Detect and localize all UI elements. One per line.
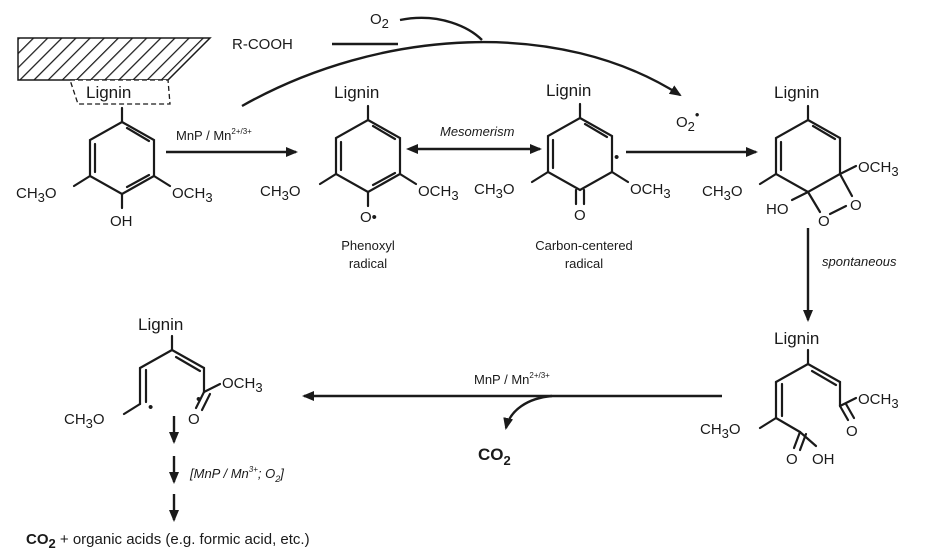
molecule-peroxide [758, 104, 858, 216]
molecule-2-lignin: Lignin [334, 83, 379, 102]
molecule-3-ch3o: CH3O [474, 181, 515, 201]
step-mnp-decarboxylation: MnP / Mn2+/3+ [474, 371, 550, 387]
molecule-syringyl [72, 106, 172, 210]
molecule-6-ch3o: CH3O [64, 411, 105, 431]
molecule-5-oh: OH [812, 451, 835, 468]
lignin-polymer-hatch [17, 37, 212, 105]
caption-carbon-line-2: radical [565, 256, 603, 271]
molecule-1-lignin: Lignin [86, 83, 131, 102]
molecule-3-och3: OCH3 [630, 181, 671, 201]
reagent-acid: R-COOH [232, 36, 293, 53]
molecule-1-ch3o: CH3O [16, 185, 57, 205]
reagent-arc [241, 16, 682, 108]
molecule-2-ch3o: CH3O [260, 183, 301, 203]
molecule-diradical-chain [122, 334, 222, 416]
molecule-6-och3: OCH3 [222, 375, 263, 395]
molecule-4-ch3o: CH3O [702, 183, 743, 203]
molecule-4-lignin: Lignin [774, 83, 819, 102]
molecule-3-lignin: Lignin [546, 81, 591, 100]
step-mesomerism: Mesomerism [440, 124, 515, 139]
molecule-6-radical-1: • [148, 399, 153, 416]
arrow-co2-release [503, 394, 553, 430]
step-spontaneous: spontaneous [822, 254, 897, 269]
molecule-3-dot: • [614, 149, 619, 166]
molecule-4-peroxide-o2: O [818, 213, 830, 230]
molecule-5-och3: OCH3 [858, 391, 899, 411]
molecule-5-ring-o: O [846, 423, 858, 440]
caption-phenoxyl-line-1: Phenoxyl [341, 238, 395, 253]
molecule-5-ch3o: CH3O [700, 421, 741, 441]
reagent-o2: O2 [370, 11, 389, 31]
molecule-6-lignin: Lignin [138, 315, 183, 334]
caption-phenoxyl-line-2: radical [349, 256, 387, 271]
step-mnp-oxidation: MnP / Mn2+/3+ [176, 127, 252, 143]
molecule-2-o-radical: O• [360, 209, 377, 226]
molecule-5-carbonyl-o: O [786, 451, 798, 468]
molecule-ring-opened-acid [758, 348, 858, 452]
caption-carbon-line-1: Carbon-centered [535, 238, 633, 253]
final-products: CO2 + organic acids (e.g. formic acid, e… [26, 531, 310, 551]
molecule-6-o: O [188, 411, 200, 428]
molecule-1-oh: OH [110, 213, 133, 230]
molecule-5-lignin: Lignin [774, 329, 819, 348]
molecule-3-o: O [574, 207, 586, 224]
molecule-carbon-radical [530, 102, 630, 206]
molecule-4-och3: OCH3 [858, 159, 899, 179]
molecule-4-ho: HO [766, 201, 789, 218]
molecule-6-radical-2: • [196, 391, 201, 408]
molecule-2-och3: OCH3 [418, 183, 459, 203]
step-further-degradation: [MnP / Mn3+; O2] [189, 465, 284, 484]
released-co2: CO2 [478, 445, 511, 468]
reagent-superoxide: O2• [676, 107, 700, 134]
molecule-4-peroxide-o1: O [850, 197, 862, 214]
molecule-phenoxyl-radical [318, 104, 418, 208]
molecule-1-och3: OCH3 [172, 185, 213, 205]
